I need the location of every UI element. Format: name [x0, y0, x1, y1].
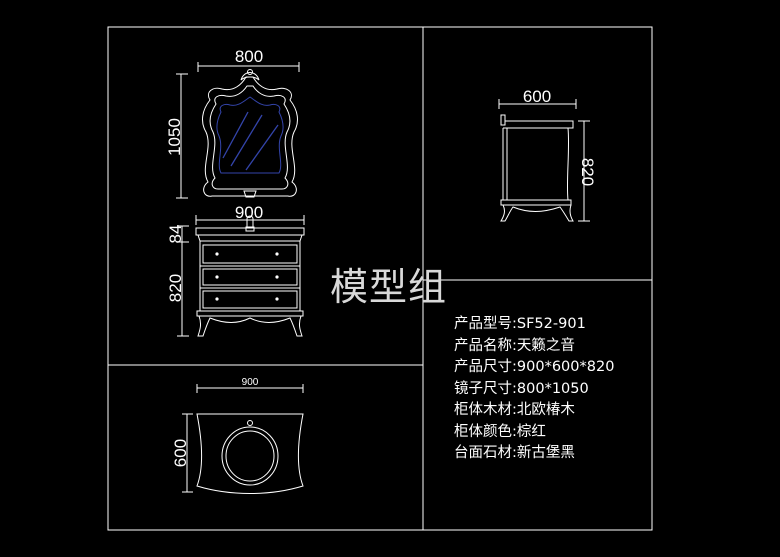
- spec-label: 产品尺寸:: [454, 359, 517, 375]
- spec-row: 台面石材:新古堡黑: [454, 443, 614, 465]
- spec-value: 新古堡黑: [516, 445, 575, 461]
- spec-label: 产品名称:: [454, 337, 517, 354]
- spec-label: 产品型号:: [454, 316, 517, 332]
- spec-value: 900*600*820: [516, 359, 615, 375]
- drawer-knobs: [215, 252, 279, 301]
- spec-label: 柜体木材:: [454, 402, 517, 418]
- drawing-frame: [107, 26, 653, 531]
- plan-view: [196, 413, 304, 494]
- side-dimensions: [498, 99, 590, 222]
- cabinet-side: [500, 114, 574, 222]
- side-height-label: 820: [578, 158, 597, 186]
- spec-row: 产品尺寸:900*600*820: [454, 357, 614, 379]
- cabinet-front: [195, 215, 305, 337]
- plan-dimensions: [182, 384, 304, 493]
- spec-row: 产品型号:SF52-901: [454, 314, 614, 336]
- top-height-label: 84: [166, 225, 185, 244]
- plan-width-label: 900: [242, 377, 259, 388]
- watermark: 模型组: [330, 265, 448, 309]
- mirror-width-label: 800: [235, 47, 263, 66]
- spec-row: 柜体木材:北欧椿木: [454, 400, 614, 422]
- plan-depth-label: 600: [171, 439, 190, 467]
- spec-row: 镜子尺寸:800*1050: [454, 379, 614, 401]
- side-depth-label: 600: [523, 87, 551, 106]
- cabinet-width-label: 900: [235, 203, 263, 222]
- spec-value: 天籁之音: [516, 337, 575, 354]
- spec-value: 棕红: [516, 423, 546, 440]
- spec-label: 镜子尺寸:: [454, 380, 517, 397]
- spec-list: 产品型号:SF52-901 产品名称:天籁之音 产品尺寸:900*600*820…: [454, 314, 614, 465]
- mirror-front: [202, 69, 298, 198]
- spec-label: 柜体颜色:: [454, 423, 517, 440]
- spec-value: SF52-901: [516, 316, 586, 332]
- cabinet-dimensions: [177, 215, 305, 337]
- mirror-dimensions: [176, 62, 300, 199]
- spec-value: 北欧椿木: [516, 402, 575, 418]
- spec-value: 800*1050: [516, 380, 589, 397]
- spec-label: 台面石材:: [454, 445, 517, 461]
- mirror-height-label: 1050: [165, 118, 184, 156]
- spec-row: 产品名称:天籁之音: [454, 336, 614, 358]
- spec-row: 柜体颜色:棕红: [454, 422, 614, 444]
- cabinet-height-label: 820: [166, 274, 185, 302]
